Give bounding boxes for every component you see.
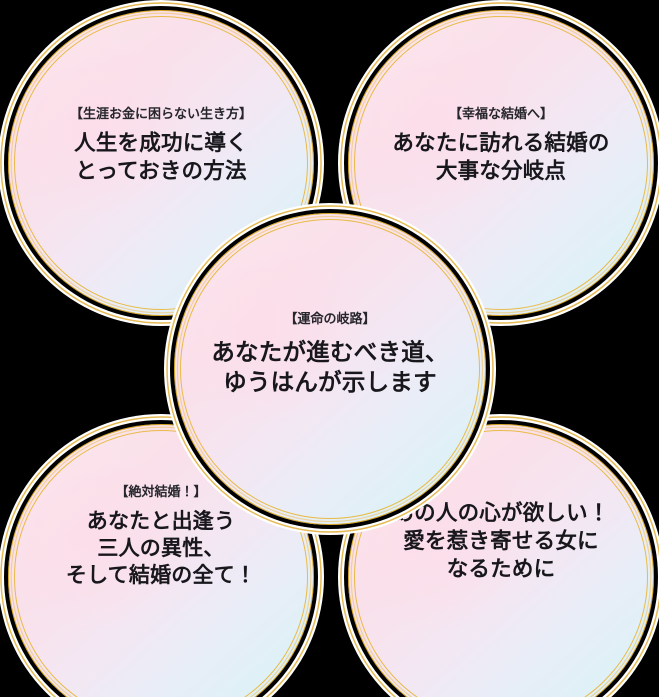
- headline-line: 三人の異性、: [97, 537, 225, 561]
- circle-kicker: 【幸福な結婚へ】: [448, 106, 553, 121]
- headline-line: 大事な分岐点: [435, 158, 567, 183]
- headline-line: 人生を成功に導く: [74, 130, 248, 155]
- headline-line: あなたに訪れる結婚の: [392, 130, 610, 155]
- headline-line: ゆうはんが示します: [223, 369, 437, 396]
- circle-kicker: 【運命の岐路】: [284, 311, 376, 326]
- circle-kicker: 【生涯お金に困らない生き方】: [69, 106, 252, 121]
- headline-line: とっておきの方法: [75, 158, 247, 183]
- headline-line: あなたが進むべき道、: [211, 338, 449, 365]
- headline-line: なるために: [446, 556, 556, 581]
- circle-headline: 人生を成功に導く とっておきの方法: [34, 130, 288, 186]
- headline-line: そして結婚の全て！: [65, 564, 257, 588]
- circle-headline: あなたと出逢う 三人の異性、 そして結婚の全て！: [34, 508, 288, 590]
- circle-center[interactable]: 【運命の岐路】 あなたが進むべき道、 ゆうはんが示します: [166, 205, 494, 533]
- headline-line: 愛を惹き寄せる女に: [403, 528, 599, 553]
- circle-text-top-right: 【幸福な結婚へ】 あなたに訪れる結婚の 大事な分岐点: [348, 106, 654, 186]
- headline-line: あの人の心が欲しい！: [392, 501, 610, 525]
- circle-text-center: 【運命の岐路】 あなたが進むべき道、 ゆうはんが示します: [174, 311, 486, 398]
- circle-headline: あなたが進むべき道、 ゆうはんが示します: [200, 337, 460, 398]
- circle-headline: あの人の心が欲しい！ 愛を惹き寄せる女に なるために: [374, 500, 628, 584]
- headline-line: あなたと出逢う: [86, 509, 236, 533]
- circle-headline: あなたに訪れる結婚の 大事な分岐点: [374, 130, 628, 186]
- circle-text-bottom-right: あの人の心が欲しい！ 愛を惹き寄せる女に なるために: [348, 500, 654, 584]
- circle-text-top-left: 【生涯お金に困らない生き方】 人生を成功に導く とっておきの方法: [8, 106, 314, 186]
